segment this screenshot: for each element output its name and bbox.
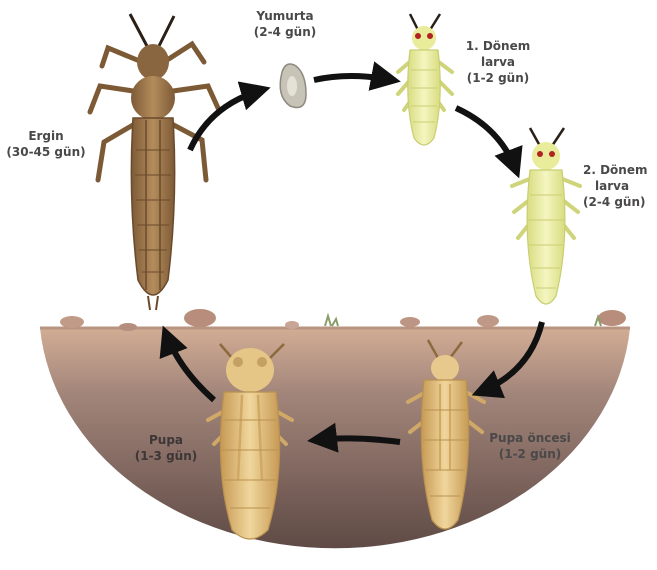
arrow-prepupa-to-pupa xyxy=(316,438,400,442)
larva2-duration: (2-4 gün) xyxy=(583,194,655,210)
larva1-name-line1: 1. Dönem xyxy=(458,38,538,54)
arrow-larva1-to-larva2 xyxy=(456,108,516,170)
prepupa-name: Pupa öncesi xyxy=(478,430,582,446)
adult-duration: (30-45 gün) xyxy=(4,144,88,160)
egg-label: Yumurta (2-4 gün) xyxy=(250,8,320,40)
larva2-label: 2. Dönem larva (2-4 gün) xyxy=(583,162,655,210)
prepupa-label: Pupa öncesi (1-2 gün) xyxy=(478,430,582,462)
prepupa-duration: (1-2 gün) xyxy=(478,446,582,462)
larva2-name-line1: 2. Dönem xyxy=(583,162,655,178)
larva1-duration: (1-2 gün) xyxy=(458,70,538,86)
soil-section xyxy=(40,309,630,548)
larva-stage-1-icon xyxy=(398,14,452,145)
pupa-name: Pupa xyxy=(126,432,206,448)
egg-duration: (2-4 gün) xyxy=(250,24,320,40)
pupa-duration: (1-3 gün) xyxy=(126,448,206,464)
larva1-name-line2: larva xyxy=(458,54,538,70)
arrow-egg-to-larva1 xyxy=(314,76,392,80)
adult-name: Ergin xyxy=(4,128,88,144)
larva1-label: 1. Dönem larva (1-2 gün) xyxy=(458,38,538,86)
adult-thrips-icon xyxy=(90,14,218,310)
pupa-label: Pupa (1-3 gün) xyxy=(126,432,206,464)
larva2-name-line2: larva xyxy=(583,178,655,194)
egg-icon xyxy=(280,64,306,108)
adult-label: Ergin (30-45 gün) xyxy=(4,128,88,160)
egg-name: Yumurta xyxy=(250,8,320,24)
larva-stage-2-icon xyxy=(512,128,580,304)
